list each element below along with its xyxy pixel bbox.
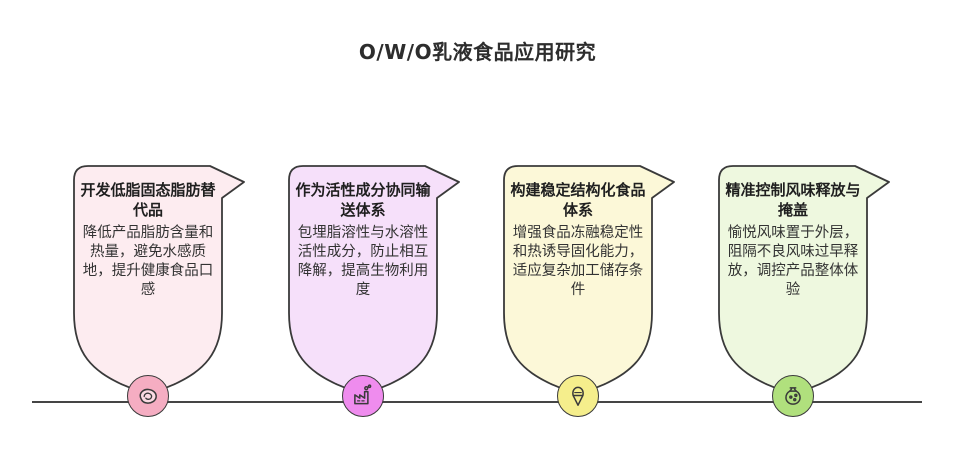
card-text-block: 开发低脂固态脂肪替代品 降低产品脂肪含量和热量，避免水感质地，提升健康食品口感 xyxy=(80,181,216,301)
flavor-jar-icon xyxy=(772,375,814,417)
ice-cream-icon xyxy=(557,375,599,417)
card-text-block: 精准控制风味释放与掩盖 愉悦风味置于外层，阻隔不良风味过早释放，调控产品整体体验 xyxy=(725,181,861,301)
card-delivery-system: 作为活性成分协同输送体系 包埋脂溶性与水溶性活性成分，防止相互降解，提高生物利用… xyxy=(287,163,465,421)
card-body: 降低产品脂肪含量和热量，避免水感质地，提升健康食品口感 xyxy=(82,225,214,299)
factory-icon xyxy=(342,375,384,417)
card-title: 精准控制风味释放与掩盖 xyxy=(725,181,861,219)
card-body: 增强食品冻融稳定性和热诱导固化能力，适应复杂加工储存条件 xyxy=(512,225,644,299)
card-body: 愉悦风味置于外层，阻隔不良风味过早释放，调控产品整体体验 xyxy=(727,225,859,299)
card-structured-food: 构建稳定结构化食品体系 增强食品冻融稳定性和热诱导固化能力，适应复杂加工储存条件 xyxy=(502,163,680,421)
meat-slice-icon xyxy=(127,375,169,417)
card-body: 包埋脂溶性与水溶性活性成分，防止相互降解，提高生物利用度 xyxy=(297,225,429,299)
baseline-rule xyxy=(32,401,922,403)
page-title: O/W/O乳液食品应用研究 xyxy=(358,40,597,64)
card-title: 作为活性成分协同输送体系 xyxy=(295,181,431,219)
card-flavor-control: 精准控制风味释放与掩盖 愉悦风味置于外层，阻隔不良风味过早释放，调控产品整体体验 xyxy=(717,163,895,421)
card-text-block: 构建稳定结构化食品体系 增强食品冻融稳定性和热诱导固化能力，适应复杂加工储存条件 xyxy=(510,181,646,301)
card-title: 构建稳定结构化食品体系 xyxy=(510,181,646,219)
card-title: 开发低脂固态脂肪替代品 xyxy=(80,181,216,219)
card-text-block: 作为活性成分协同输送体系 包埋脂溶性与水溶性活性成分，防止相互降解，提高生物利用… xyxy=(295,181,431,301)
card-fat-replacement: 开发低脂固态脂肪替代品 降低产品脂肪含量和热量，避免水感质地，提升健康食品口感 xyxy=(72,163,250,421)
